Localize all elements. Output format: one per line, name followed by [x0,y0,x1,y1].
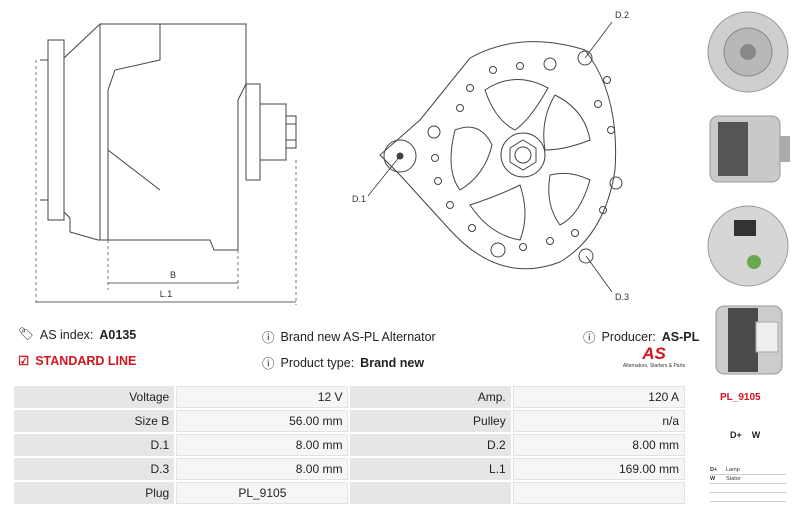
front-view [379,41,623,270]
spec-value: n/a [512,410,685,432]
standard-line: ☑ STANDARD LINE [18,353,137,369]
table-row: Size B 56.00 mm Pulley n/a [14,410,685,432]
spec-value: PL_9105 [176,482,349,504]
legend-pin: D+ [710,467,718,473]
spec-key: Amp. [350,386,511,408]
table-row: Plug PL_9105 [14,482,685,504]
side-view [40,23,297,251]
spec-key [350,482,511,504]
spec-value: 12 V [176,386,349,408]
spec-key: L.1 [350,458,511,480]
standard-line-label: STANDARD LINE [35,353,137,368]
spec-key: D.2 [350,434,511,456]
legend-row [710,493,786,502]
product-type: ⓘ Product type: Brand new [262,353,424,372]
legend-pin: W [710,476,716,482]
info-icon: ⓘ [262,331,275,345]
spec-key: Pulley [350,410,511,432]
product-photo-front[interactable] [700,4,795,102]
spec-key: Size B [14,410,175,432]
spec-key: Plug [14,482,175,504]
plug-legend: D+ Lamp W Stator [710,466,786,502]
check-icon: ☑ [18,354,30,368]
info-icon: ⓘ [583,331,596,345]
dim-b-label: B [170,270,176,280]
spec-value: 169.00 mm [512,458,685,480]
dim-l1-label: L.1 [160,289,173,299]
legend-row: W Stator [710,475,786,484]
plug-code: PL_9105 [720,392,761,403]
as-index-label: AS index: [39,327,94,342]
product-type-value: Brand new [360,355,425,370]
spec-value: 8.00 mm [512,434,685,456]
product-photo-angle[interactable] [700,298,795,382]
legend-row: D+ Lamp [710,466,786,475]
as-index: 🏷 AS index: A0135 [18,327,136,342]
as-pl-logo: AS Alternators, Starters & Parts [620,344,688,370]
spec-value [512,482,685,504]
description-text: Brand new AS-PL Alternator [280,329,436,344]
plug-terminals: D+ W [730,430,761,440]
spec-value: 8.00 mm [176,458,349,480]
product-photo-side[interactable] [700,104,795,194]
as-index-value: A0135 [99,327,137,342]
product-photo-rear[interactable] [700,198,795,294]
info-icon: ⓘ [262,357,275,371]
legend-row [710,484,786,493]
product-type-label: Product type: [280,355,355,370]
product-description: ⓘ Brand new AS-PL Alternator [262,327,436,346]
spec-key: D.3 [14,458,175,480]
producer: ⓘ Producer: AS-PL [583,327,699,346]
d3-label: D.3 [615,292,629,302]
tag-icon: 🏷 [18,327,34,341]
producer-label: Producer: [601,329,656,344]
spec-key: D.1 [14,434,175,456]
legend-desc: Stator [726,476,741,482]
spec-key: Voltage [14,386,175,408]
table-row: D.3 8.00 mm L.1 169.00 mm [14,458,685,480]
table-row: Voltage 12 V Amp. 120 A [14,386,685,408]
spec-value: 120 A [512,386,685,408]
spec-table: Voltage 12 V Amp. 120 A Size B 56.00 mm … [12,384,687,506]
d2-label: D.2 [615,10,629,20]
legend-desc: Lamp [726,467,740,473]
table-row: D.1 8.00 mm D.2 8.00 mm [14,434,685,456]
producer-value: AS-PL [661,329,700,344]
logo-mark: AS [642,344,666,363]
spec-value: 8.00 mm [176,434,349,456]
technical-drawing: B L.1 [35,10,629,305]
d1-label: D.1 [352,194,366,204]
logo-tagline: Alternators, Starters & Parts [622,363,686,369]
spec-value: 56.00 mm [176,410,349,432]
